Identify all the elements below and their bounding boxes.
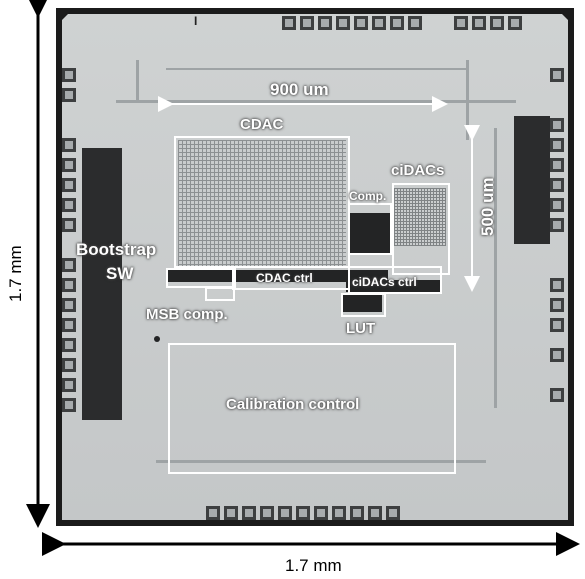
bond-pad	[62, 178, 76, 192]
bond-pad	[314, 506, 328, 520]
bond-pad	[508, 16, 522, 30]
bond-pad	[62, 298, 76, 312]
bond-pad	[408, 16, 422, 30]
routing-trace	[156, 460, 486, 463]
comparator-block	[350, 213, 390, 253]
label-bootstrap: Bootstrap	[76, 240, 157, 259]
label-cidacs-ctrl: ciDACs ctrl	[352, 275, 417, 289]
msb-comp-box	[205, 287, 235, 301]
calibration-box	[168, 343, 456, 474]
routing-trace	[136, 60, 139, 100]
bootstrap-sw-box	[166, 268, 236, 288]
bond-pad	[490, 16, 504, 30]
bond-pad	[550, 158, 564, 172]
left-io-stripe	[82, 148, 122, 420]
bond-pad	[62, 398, 76, 412]
die-corner-top-left	[56, 8, 74, 26]
label-cidacs: ciDACs	[391, 162, 445, 179]
lut-box	[341, 293, 386, 317]
bond-pad	[62, 138, 76, 152]
bond-pad	[550, 68, 564, 82]
label-900um: 900 um	[270, 80, 329, 99]
cidacs-box	[392, 183, 450, 275]
bond-pad	[550, 298, 564, 312]
cdac-ctrl-strip	[166, 270, 388, 282]
bond-pad	[282, 16, 296, 30]
routing-trace	[494, 128, 497, 408]
bond-pad	[550, 118, 564, 132]
bond-pad	[354, 16, 368, 30]
bond-pad	[62, 318, 76, 332]
bond-pad	[62, 358, 76, 372]
bond-pad	[62, 198, 76, 212]
bond-pad	[336, 16, 350, 30]
bond-pad	[242, 506, 256, 520]
bond-pad	[550, 318, 564, 332]
bond-pad	[350, 506, 364, 520]
label-vertical-dimension: 1.7 mm	[6, 245, 25, 302]
bond-pad	[390, 16, 404, 30]
label-cdac-ctrl: CDAC ctrl	[256, 271, 313, 285]
bond-pad	[300, 16, 314, 30]
routing-trace	[466, 60, 469, 140]
routing-trace	[166, 68, 466, 70]
label-cdac: CDAC	[240, 116, 284, 133]
bond-pad	[332, 506, 346, 520]
bond-pad	[372, 16, 386, 30]
bond-pad	[550, 198, 564, 212]
label-calibration-control: Calibration control	[226, 396, 360, 413]
bond-pad	[386, 506, 400, 520]
bond-pad	[62, 218, 76, 232]
via-dot	[154, 336, 160, 342]
bond-pad	[550, 138, 564, 152]
bond-pad	[62, 88, 76, 102]
top-marker: I	[194, 14, 198, 28]
bond-pad	[296, 506, 310, 520]
bond-pad	[550, 278, 564, 292]
right-io-stripe	[514, 116, 550, 244]
label-msb-comp: MSB comp.	[146, 306, 228, 323]
bond-pad	[62, 278, 76, 292]
label-500um: 500 um	[478, 177, 497, 236]
die-corner-top-right	[556, 8, 574, 26]
bond-pad	[62, 258, 76, 272]
bond-pad	[206, 506, 220, 520]
bond-pad	[550, 388, 564, 402]
bond-pad	[260, 506, 274, 520]
bond-pad	[224, 506, 238, 520]
bond-pad	[318, 16, 332, 30]
cidacs-array	[394, 188, 446, 246]
label-lut: LUT	[346, 320, 376, 337]
label-comp: Comp.	[349, 189, 387, 203]
bond-pad	[62, 158, 76, 172]
bond-pad	[368, 506, 382, 520]
label-horizontal-dimension: 1.7 mm	[285, 556, 342, 575]
cdac-array	[178, 140, 346, 268]
bond-pad	[454, 16, 468, 30]
bond-pad	[550, 348, 564, 362]
cidacs-ctrl-strip	[346, 280, 440, 292]
bond-pad	[472, 16, 486, 30]
label-sw: SW	[106, 264, 134, 283]
bond-pad	[62, 378, 76, 392]
bond-pad	[278, 506, 292, 520]
bond-pad	[550, 218, 564, 232]
lut-block	[342, 294, 382, 312]
comp-box	[348, 203, 392, 255]
bond-pad	[550, 178, 564, 192]
bond-pad	[62, 68, 76, 82]
bond-pad	[62, 338, 76, 352]
cidacs-ctrl-box	[348, 266, 442, 294]
